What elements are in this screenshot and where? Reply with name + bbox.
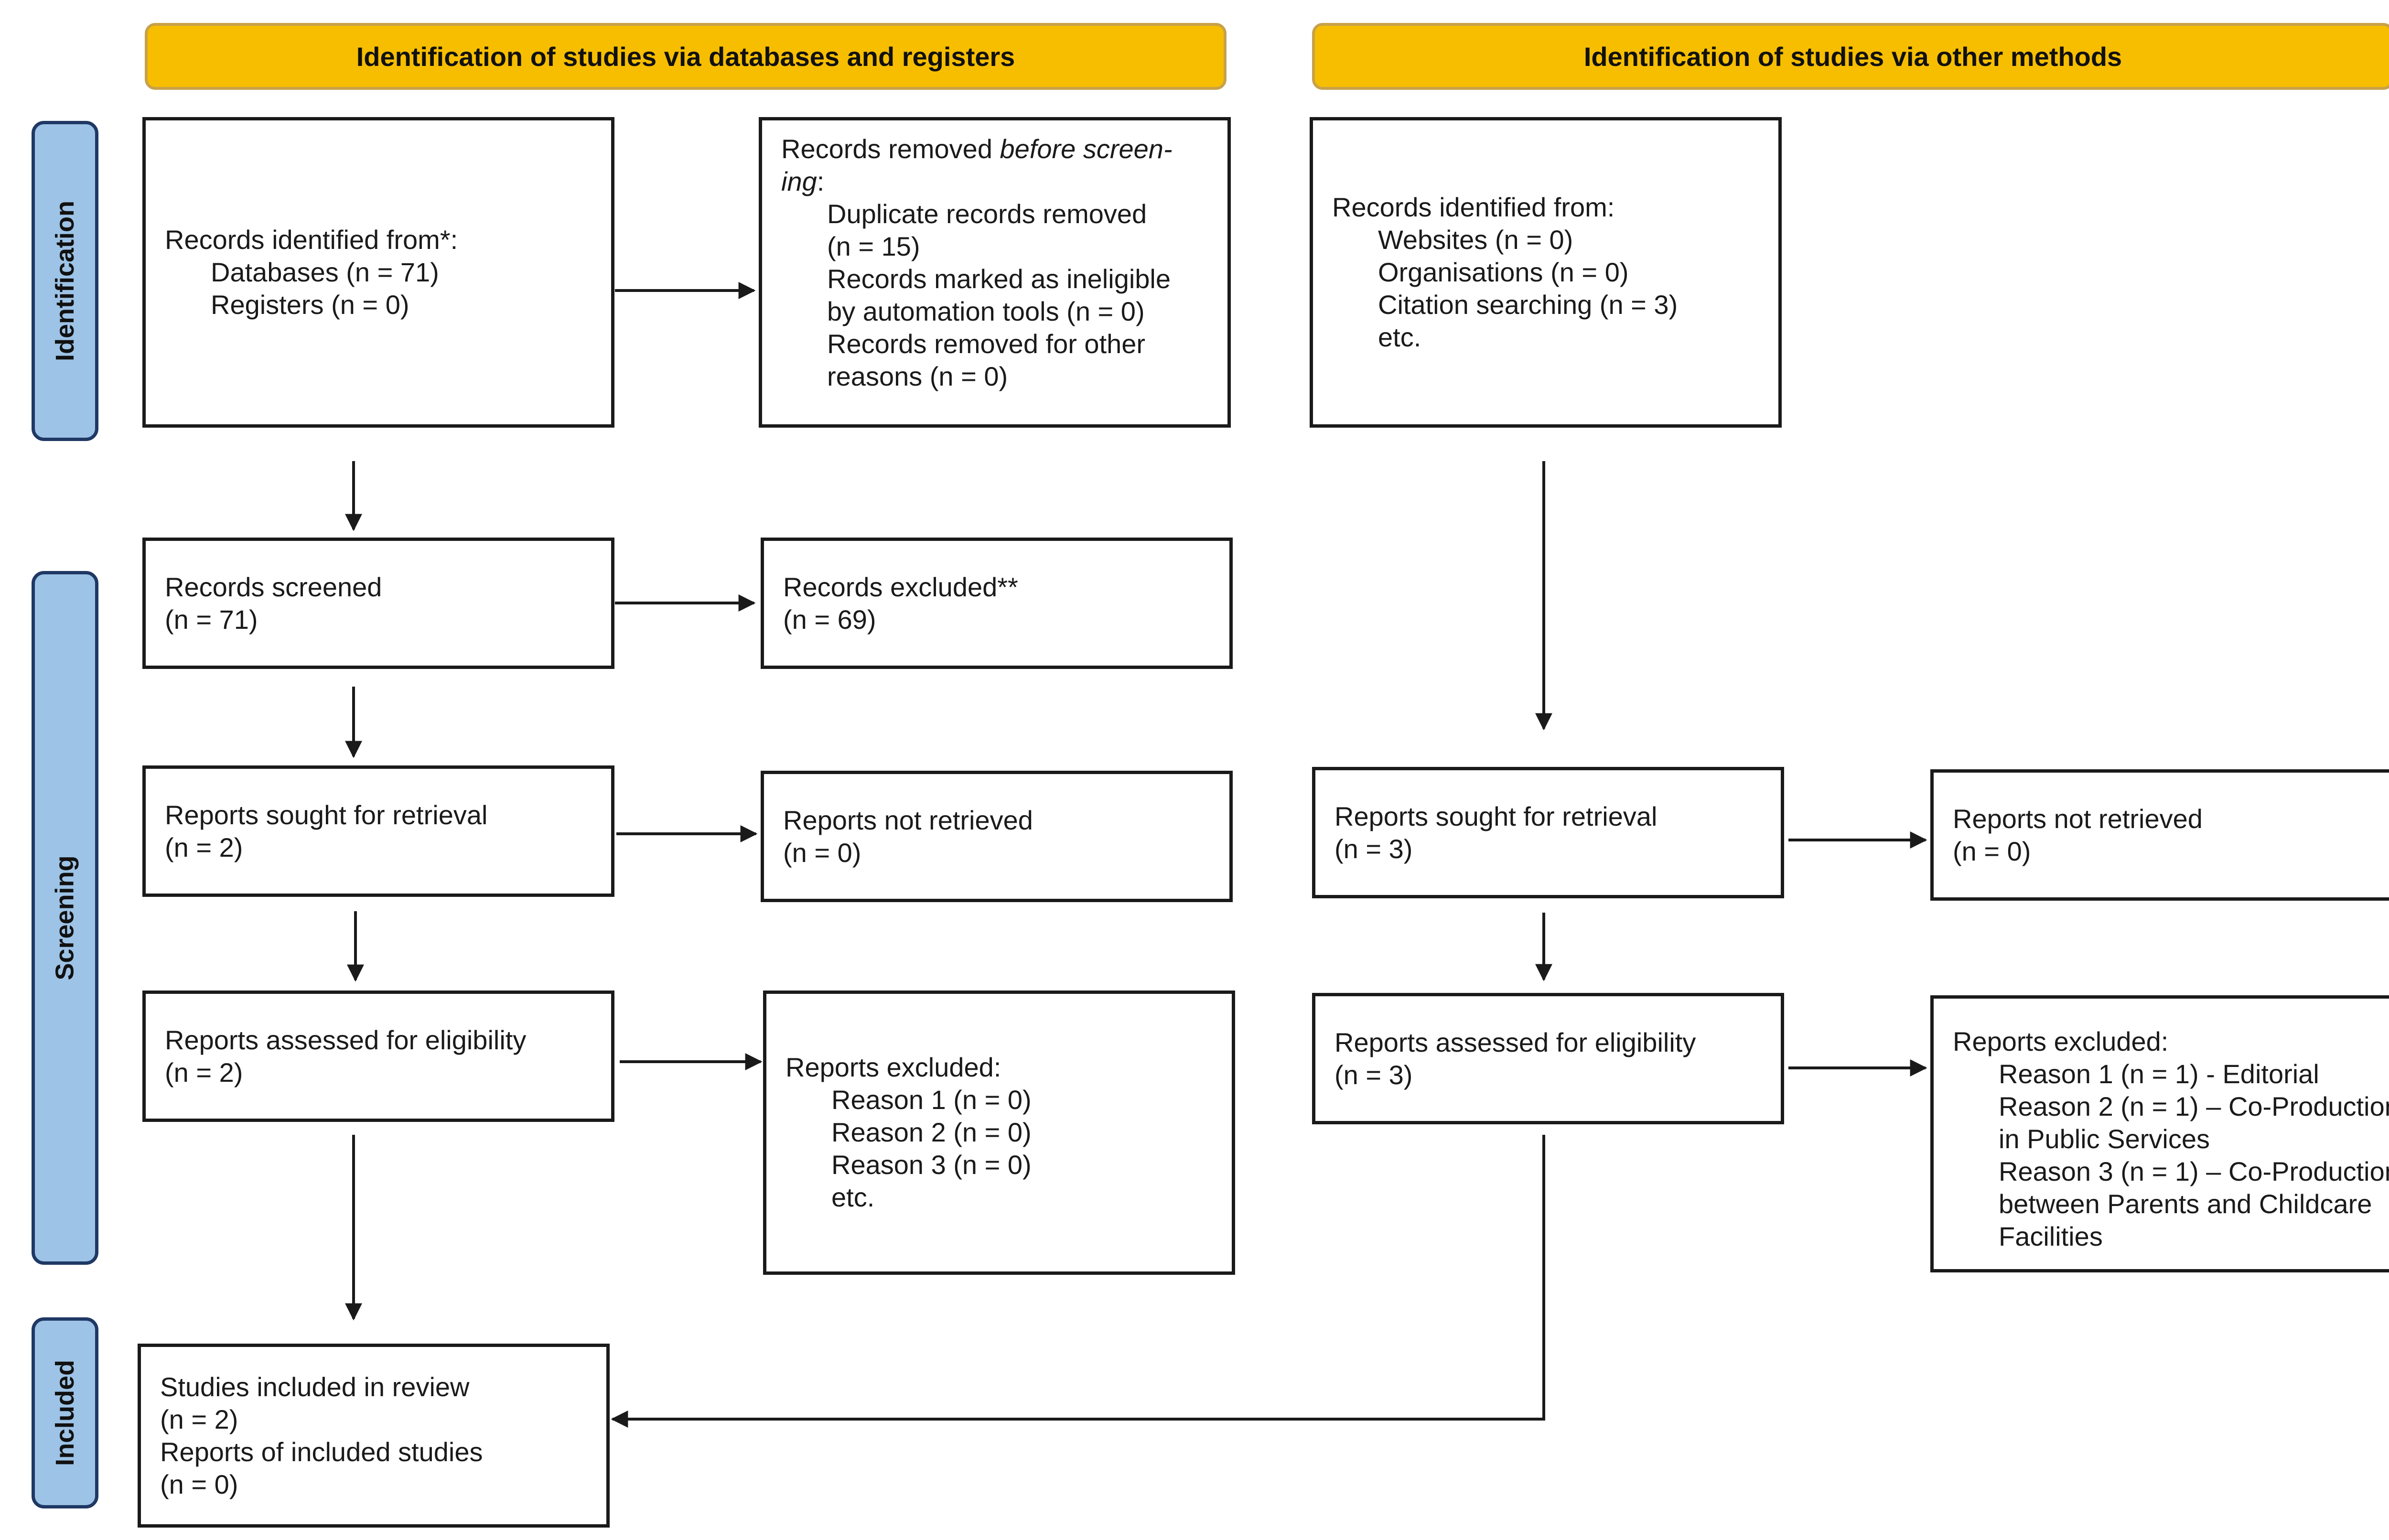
- other-exclusion-reason: Reason 2 (n = 1) – Co-Production: [1999, 1091, 2389, 1121]
- other-reports-assessed-count: (n = 3): [1334, 1059, 1413, 1090]
- organisations-count: Organisations (n = 0): [1378, 257, 1629, 287]
- other-exclusion-reason: in Public Services: [1999, 1124, 2210, 1154]
- records-identified-title: Records identified from*:: [165, 225, 458, 255]
- box-records-identified-databases: Records identified from*: Databases (n =…: [142, 117, 614, 428]
- exclusion-reason: Reason 2 (n = 0): [831, 1117, 1032, 1147]
- header-other-methods-label: Identification of studies via other meth…: [1583, 41, 2122, 72]
- box-records-excluded: Records excluded** (n = 69): [761, 538, 1233, 669]
- phase-included-label: Included: [51, 1359, 80, 1466]
- records-excluded-count: (n = 69): [783, 604, 876, 635]
- removed-item: by automation tools (n = 0): [827, 296, 1145, 326]
- box-reports-assessed-other: Reports assessed for eligibility (n = 3): [1312, 993, 1784, 1124]
- registers-count: Registers (n = 0): [211, 290, 409, 320]
- phase-screening: Screening: [32, 571, 98, 1265]
- databases-count: Databases (n = 71): [211, 257, 439, 287]
- removed-item: Records marked as ineligible: [827, 264, 1171, 294]
- box-records-identified-other: Records identified from: Websites (n = 0…: [1310, 117, 1782, 428]
- records-screened-count: (n = 71): [165, 604, 258, 635]
- studies-included-count: (n = 2): [160, 1404, 238, 1434]
- other-identified-title: Records identified from:: [1332, 192, 1615, 222]
- studies-included-label: Studies included in review: [160, 1371, 470, 1402]
- arrow-other-assessed-to-included: [611, 1135, 1545, 1428]
- phase-identification-label: Identification: [51, 201, 79, 361]
- box-reports-sought-other: Reports sought for retrieval (n = 3): [1312, 767, 1784, 898]
- phase-included: Included: [32, 1317, 98, 1508]
- other-etc: etc.: [1378, 322, 1421, 352]
- other-reports-not-retrieved-label: Reports not retrieved: [1953, 803, 2203, 834]
- other-reports-excluded-title: Reports excluded:: [1953, 1026, 2169, 1056]
- other-exclusion-reason: Reason 3 (n = 1) – Co-Production: [1999, 1156, 2389, 1186]
- phase-screening-label: Screening: [51, 855, 79, 980]
- other-reports-assessed-label: Reports assessed for eligibility: [1334, 1027, 1696, 1057]
- records-removed-title-cont: ing:: [781, 165, 1208, 198]
- websites-count: Websites (n = 0): [1378, 225, 1573, 255]
- reports-included-count: (n = 0): [160, 1469, 238, 1499]
- reports-sought-label: Reports sought for retrieval: [165, 799, 488, 830]
- box-reports-not-retrieved-databases: Reports not retrieved (n = 0): [761, 771, 1233, 902]
- citation-searching-count: Citation searching (n = 3): [1378, 290, 1678, 320]
- box-reports-excluded-other: Reports excluded: Reason 1 (n = 1) - Edi…: [1930, 995, 2389, 1272]
- other-exclusion-reason: between Parents and Childcare: [1999, 1189, 2372, 1219]
- reports-assessed-label: Reports assessed for eligibility: [165, 1024, 527, 1055]
- header-other-methods: Identification of studies via other meth…: [1312, 23, 2389, 90]
- exclusion-reason: etc.: [831, 1182, 875, 1212]
- reports-not-retrieved-label: Reports not retrieved: [783, 805, 1033, 835]
- box-reports-excluded-databases: Reports excluded: Reason 1 (n = 0) Reaso…: [763, 991, 1235, 1275]
- box-reports-assessed-databases: Reports assessed for eligibility (n = 2): [142, 991, 614, 1122]
- other-reports-not-retrieved-count: (n = 0): [1953, 836, 2031, 866]
- records-screened-label: Records screened: [165, 571, 382, 602]
- phase-identification: Identification: [32, 121, 98, 441]
- removed-item: reasons (n = 0): [827, 361, 1008, 391]
- other-exclusion-reason: Reason 1 (n = 1) - Editorial: [1999, 1059, 2319, 1089]
- exclusion-reason: Reason 3 (n = 0): [831, 1150, 1032, 1180]
- other-exclusion-reason: Facilities: [1999, 1221, 2103, 1251]
- other-reports-sought-label: Reports sought for retrieval: [1334, 801, 1657, 831]
- exclusion-reason: Reason 1 (n = 0): [831, 1085, 1032, 1115]
- header-databases: Identification of studies via databases …: [145, 23, 1227, 90]
- box-reports-sought-databases: Reports sought for retrieval (n = 2): [142, 765, 614, 897]
- box-studies-included: Studies included in review (n = 2) Repor…: [138, 1344, 610, 1528]
- reports-included-label: Reports of included studies: [160, 1436, 483, 1467]
- reports-not-retrieved-count: (n = 0): [783, 837, 861, 868]
- header-databases-label: Identification of studies via databases …: [356, 41, 1015, 72]
- box-records-screened: Records screened (n = 71): [142, 538, 614, 669]
- removed-item: Duplicate records removed: [827, 199, 1147, 229]
- records-removed-title-prefix: Records removed: [781, 134, 1000, 164]
- records-excluded-label: Records excluded**: [783, 571, 1018, 602]
- records-removed-title-emphasis-2: ing: [781, 166, 817, 196]
- box-reports-not-retrieved-other: Reports not retrieved (n = 0): [1930, 769, 2389, 901]
- other-reports-sought-count: (n = 3): [1334, 833, 1413, 864]
- records-removed-title-suffix: :: [817, 166, 825, 196]
- removed-item: (n = 15): [827, 231, 920, 261]
- box-records-removed: Records removed before screen- ing: Dupl…: [759, 117, 1231, 428]
- reports-excluded-title: Reports excluded:: [786, 1052, 1001, 1082]
- reports-sought-count: (n = 2): [165, 832, 243, 862]
- records-removed-title: Records removed before screen-: [781, 133, 1208, 165]
- reports-assessed-count: (n = 2): [165, 1057, 243, 1088]
- records-removed-title-emphasis: before screen-: [1000, 134, 1173, 164]
- removed-item: Records removed for other: [827, 329, 1146, 359]
